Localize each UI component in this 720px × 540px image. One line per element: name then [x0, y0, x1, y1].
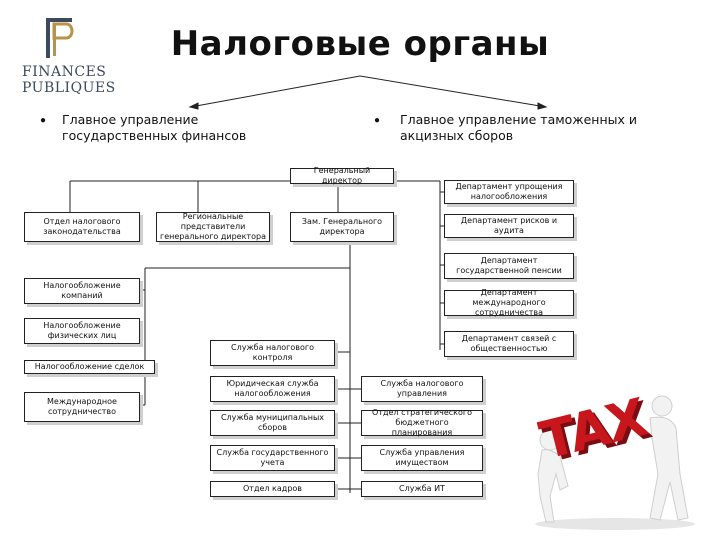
- deputy-director-box: Зам. Генерального директора: [290, 212, 394, 242]
- tax-control-box: Служба налогового контроля: [210, 340, 335, 366]
- it-service-box: Служба ИТ: [361, 481, 483, 497]
- people-carrying-tax-icon: [535, 395, 695, 530]
- director-box: Генеральный директор: [290, 166, 394, 185]
- dept-simplification-box: Департамент упрощения налогообложения: [444, 180, 574, 204]
- regional-reps-box: Региональные представители генерального …: [156, 212, 270, 242]
- bullet-icon: ●: [374, 115, 381, 126]
- dept-intl-box: Департамент международного сотрудничеств…: [444, 288, 574, 317]
- tax-management-box: Служба налогового управления: [361, 376, 483, 402]
- dept-pensions-box: Департамент государственной пенсии: [444, 253, 574, 279]
- personal-tax-box: Налогообложение физических лиц: [24, 318, 140, 344]
- state-accounting-box: Служба государственного учета: [210, 445, 335, 471]
- logo-line-1: FINANCES: [22, 64, 107, 80]
- deals-tax-box: Налогообложение сделок: [24, 360, 155, 374]
- finances-publiques-emblem-icon: [46, 18, 74, 58]
- hr-box: Отдел кадров: [210, 481, 335, 497]
- dept-risks-box: Департамент рисков и аудита: [444, 214, 574, 238]
- bullet-icon: ●: [40, 115, 47, 126]
- dept-comm-box: Департамент связей с общественностью: [444, 331, 574, 357]
- tax-law-box: Отдел налогового законодательства: [24, 212, 140, 242]
- page-title: Налоговые органы: [170, 24, 550, 64]
- intl-coop-box: Международное сотрудничество: [24, 392, 140, 422]
- strategic-planning-box: Отдел стратегического бюджетного планиро…: [361, 408, 483, 437]
- municipal-service-box: Служба муниципальных сборов: [210, 410, 335, 436]
- branch-finances: Главное управление государственных финан…: [62, 112, 247, 143]
- legal-service-box: Юридическая служба налогообложения: [210, 376, 335, 402]
- logo-line-2: PUBLIQUES: [22, 80, 116, 96]
- tax-illustration: TAX: [520, 378, 710, 533]
- property-service-box: Служба управления имуществом: [361, 445, 483, 471]
- branch-customs: Главное управление таможенных и акцизных…: [400, 112, 637, 143]
- logo: FINANCES PUBLIQUES: [22, 14, 115, 104]
- corp-tax-box: Налогообложение компаний: [24, 278, 140, 304]
